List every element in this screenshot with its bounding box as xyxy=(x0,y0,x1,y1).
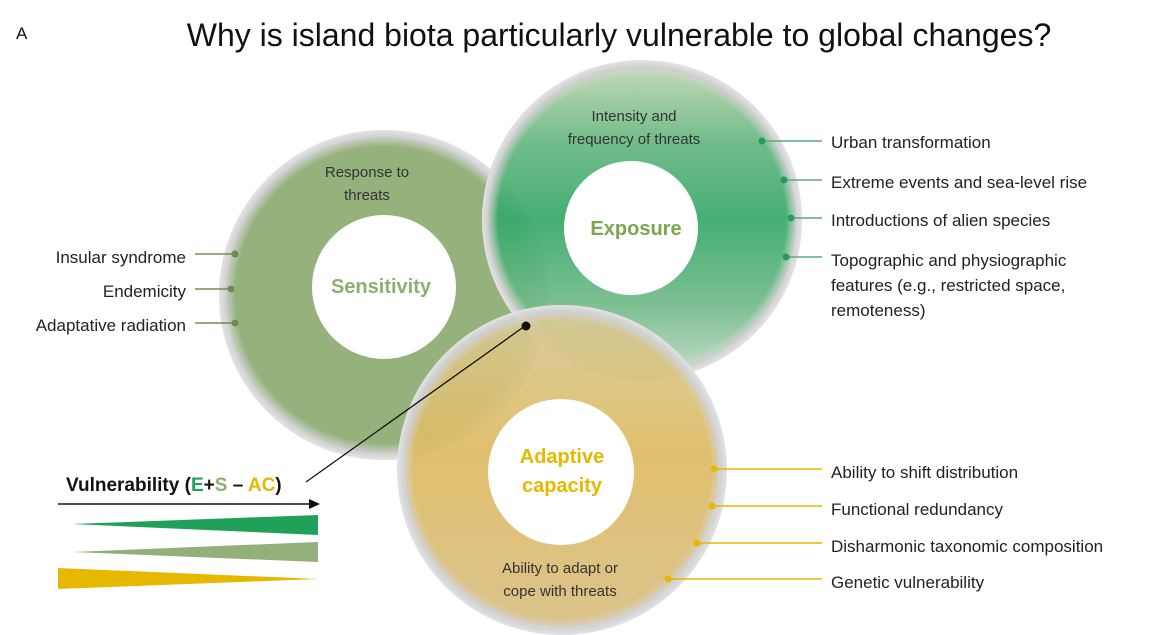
exposure-ring-text-2: frequency of threats xyxy=(568,131,701,148)
intersection-dot xyxy=(521,321,531,331)
exposure-center xyxy=(564,161,698,295)
exposure-label: Exposure xyxy=(590,218,681,240)
exposure-factor: Extreme events and sea-level rise xyxy=(831,173,1087,192)
sensitivity-factor: Endemicity xyxy=(103,282,187,301)
adaptive-factors: Ability to shift distribution Functional… xyxy=(664,463,1103,592)
page-title: Why is island biota particularly vulnera… xyxy=(187,17,1051,53)
adaptive-factor: Ability to shift distribution xyxy=(831,463,1018,482)
panel-label: A xyxy=(16,24,28,43)
sensitivity-center xyxy=(312,215,456,359)
sensitivity-label: Sensitivity xyxy=(331,276,432,298)
adaptive-label-line1: Adaptive xyxy=(520,446,604,468)
exposure-ring-text-1: Intensity and xyxy=(591,108,676,125)
exposure-factor-line1: Topographic and physiographic xyxy=(831,251,1067,270)
sensitivity-ring-text-1: Response to xyxy=(325,164,409,181)
exposure-wedge xyxy=(72,515,318,535)
exposure-factor: Introductions of alien species xyxy=(831,211,1050,230)
exposure-factor-line3: remoteness) xyxy=(831,301,925,320)
vulnerability-formula: Vulnerability (E+S – AC) xyxy=(66,475,282,496)
vulnerability-pointer xyxy=(305,325,526,483)
sensitivity-factor: Adaptative radiation xyxy=(36,316,186,335)
vulnerability-arrow xyxy=(58,499,320,509)
adaptive-factor: Functional redundancy xyxy=(831,500,1004,519)
adaptive-ring-text-2: cope with threats xyxy=(503,583,616,600)
sensitivity-factor: Insular syndrome xyxy=(56,248,186,267)
sensitivity-wedge xyxy=(72,542,318,562)
adaptive-factor: Genetic vulnerability xyxy=(831,573,985,592)
adaptive-ring-text-1: Ability to adapt or xyxy=(502,560,618,577)
adaptive-capacity-wedge xyxy=(58,568,318,589)
sensitivity-ring-text-2: threats xyxy=(344,187,390,204)
exposure-factors: Urban transformation Extreme events and … xyxy=(758,133,1087,320)
adaptive-factor: Disharmonic taxonomic composition xyxy=(831,537,1103,556)
sensitivity-factors: Insular syndrome Endemicity Adaptative r… xyxy=(36,248,239,335)
adaptive-center xyxy=(488,399,634,545)
exposure-factor: Urban transformation xyxy=(831,133,991,152)
adaptive-label-line2: capacity xyxy=(522,475,603,497)
exposure-factor-line2: features (e.g., restricted space, xyxy=(831,276,1065,295)
